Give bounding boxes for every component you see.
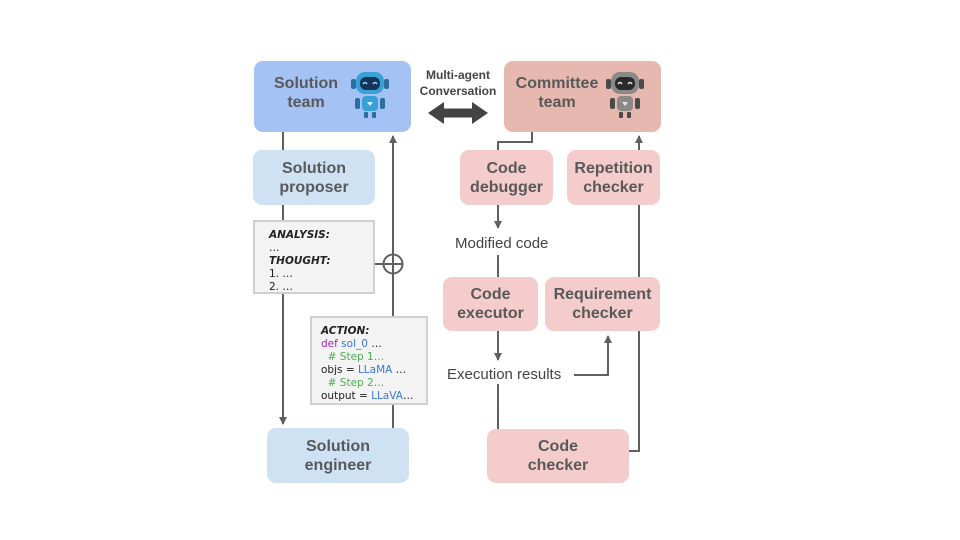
action-keyword: ACTION:: [321, 325, 370, 337]
thought-item: 2. …: [269, 281, 293, 293]
solution-engineer-node: Solution engineer: [267, 428, 409, 483]
objs-assignment: objs =: [321, 364, 358, 376]
committee-team-label: Committee team: [515, 75, 599, 111]
code-checker-node: Code checker: [487, 429, 629, 483]
conversation-label: Multi-agent Conversation: [419, 68, 497, 98]
thought-item: 1. …: [269, 268, 293, 280]
execution-results-label: Execution results: [447, 366, 562, 383]
merge-circle-plus-icon: [382, 253, 404, 275]
thought-keyword: THOUGHT:: [269, 255, 331, 267]
code-line-def: def sol_0 …: [321, 338, 420, 351]
action-code-box: ACTION: def sol_0 … # Step 1… objs = LLa…: [310, 316, 428, 405]
code-debugger-node: Code debugger: [460, 150, 553, 205]
analysis-ellipsis: …: [269, 242, 280, 254]
llava-call: LLaVA: [371, 390, 403, 402]
solution-team-label: Solution team: [274, 75, 338, 111]
code-continuation: …: [402, 390, 414, 402]
function-name: sol_0: [341, 338, 368, 350]
code-line-objs: objs = LLaMA …: [321, 364, 420, 377]
code-comment-step1: # Step 1…: [321, 351, 385, 363]
code-comment-step2: # Step 2…: [321, 377, 385, 389]
committee-team-node: Committee team: [504, 61, 661, 132]
requirement-checker-node: Requirement checker: [545, 277, 660, 331]
code-continuation: …: [392, 364, 407, 376]
modified-code-label: Modified code: [455, 235, 549, 252]
repetition-checker-node: Repetition checker: [567, 150, 660, 205]
analysis-keyword: ANALYSIS:: [269, 229, 330, 241]
solution-team-node: Solution team: [254, 61, 411, 132]
team-to-debugger-line: [497, 132, 533, 150]
robot-blue-icon: [351, 72, 389, 118]
solution-proposer-node: Solution proposer: [253, 150, 375, 205]
robot-gray-icon: [606, 72, 644, 118]
output-assignment: output =: [321, 390, 372, 402]
def-keyword: def: [321, 338, 338, 350]
analysis-thought-box: ANALYSIS: … THOUGHT: 1. … 2. …: [253, 220, 375, 294]
code-executor-node: Code executor: [443, 277, 538, 331]
code-continuation: …: [367, 338, 382, 350]
code-line-output: output = LLaVA…: [321, 390, 420, 403]
bidirectional-arrow-icon: [428, 102, 488, 124]
results-to-requirement-arrow: [574, 335, 612, 376]
llama-call: LLaMA: [357, 364, 393, 376]
